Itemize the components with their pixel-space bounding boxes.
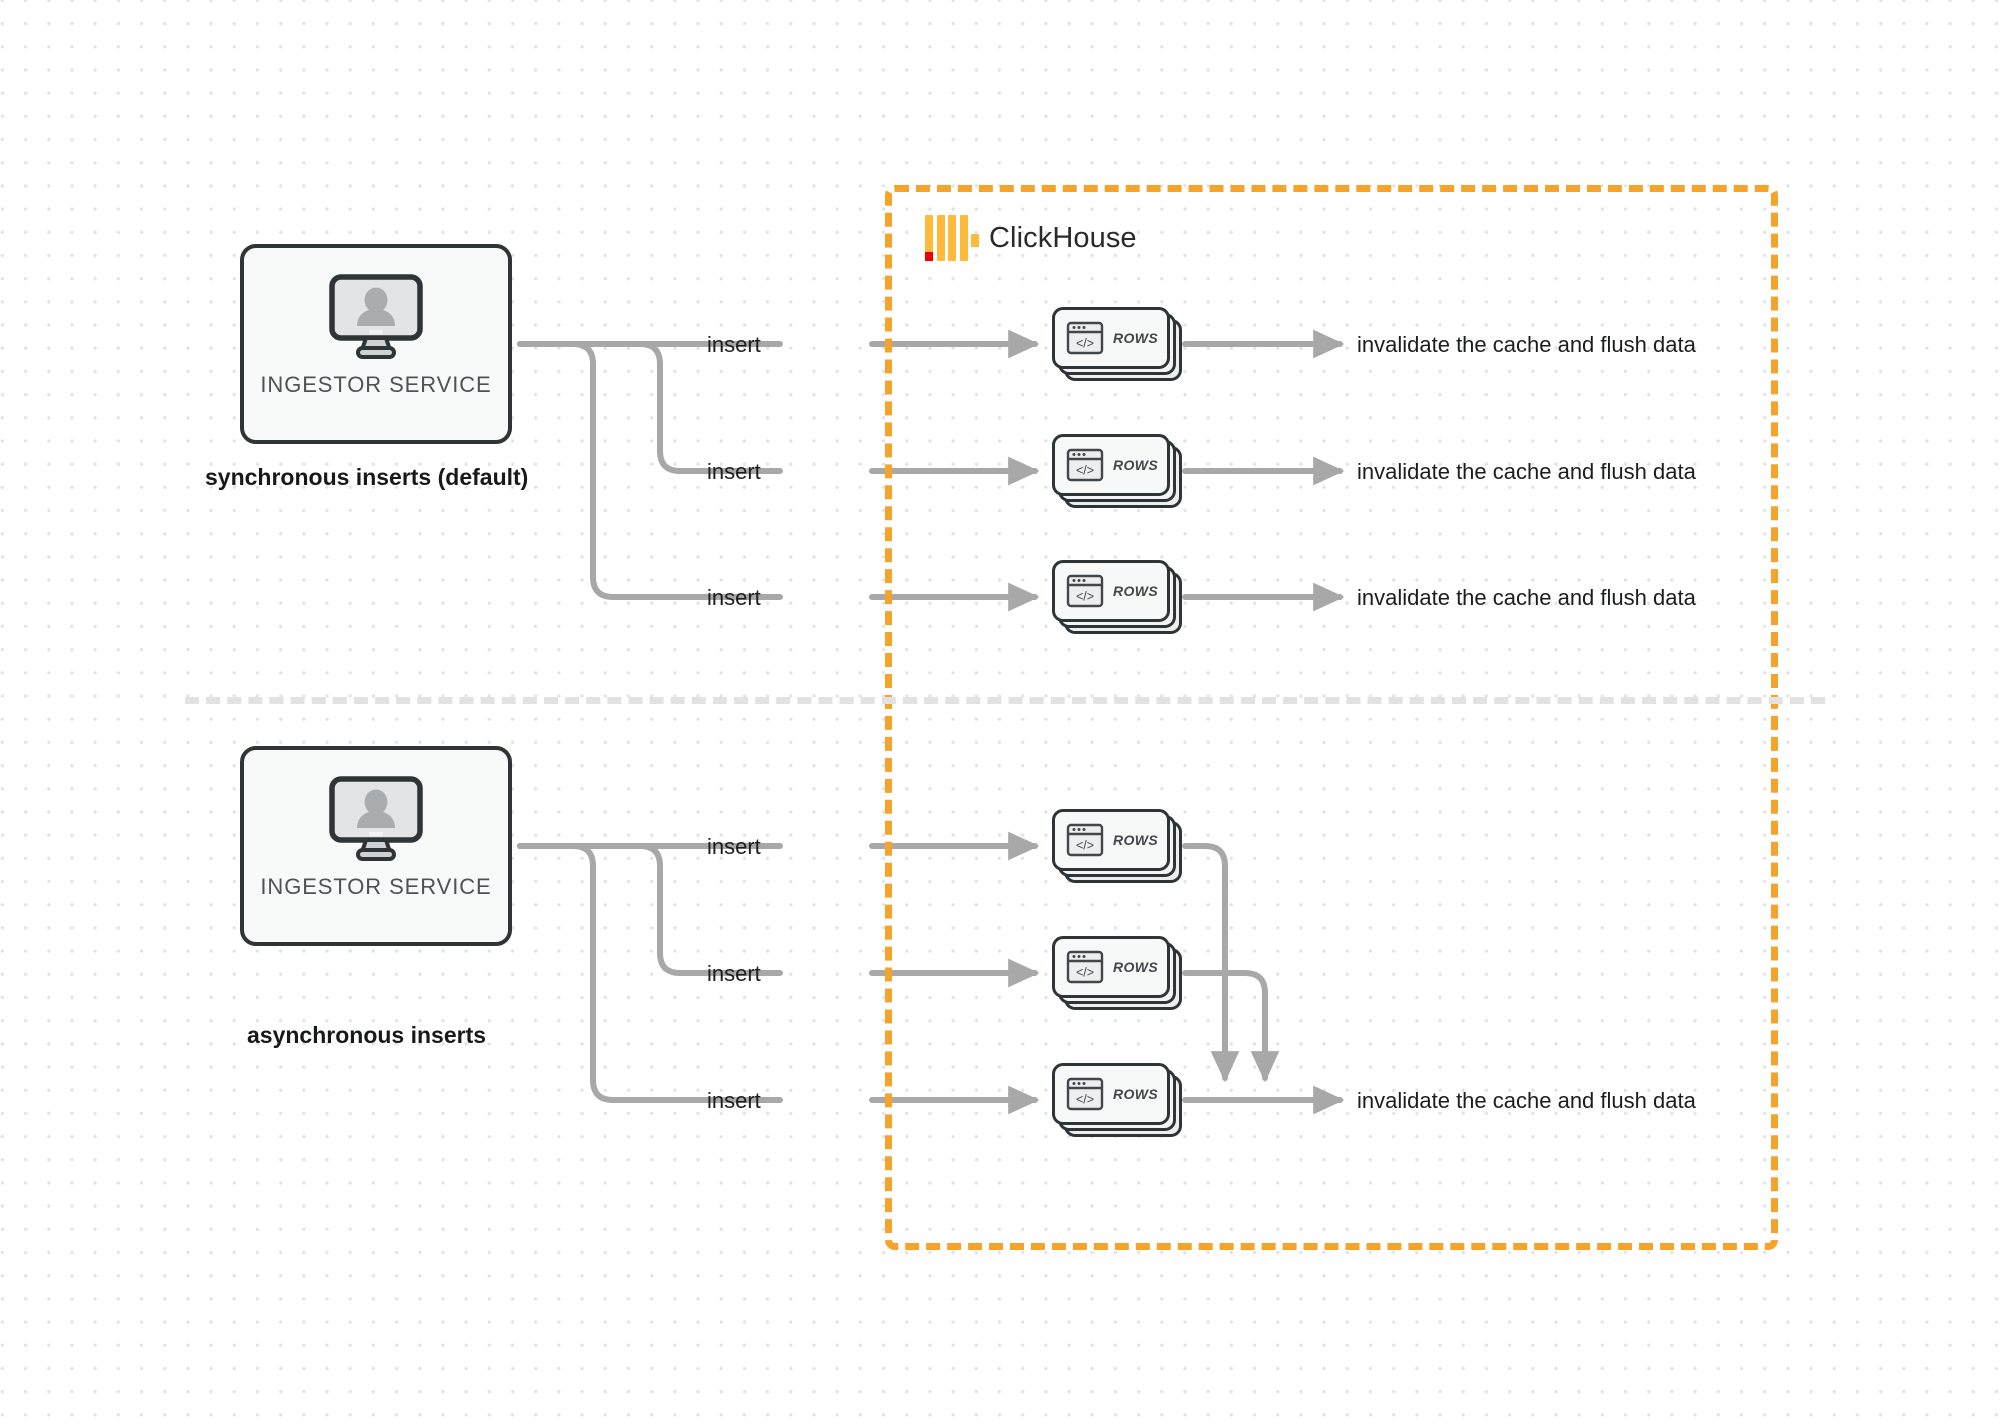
node-ingestor-service-async[interactable]: INGESTOR SERVICE <box>240 746 512 946</box>
card-front: </> ROWS <box>1052 1063 1170 1125</box>
node-label-ingestor-sync: INGESTOR SERVICE <box>260 372 492 397</box>
card-rows-async-2[interactable]: </> ROWS <box>1052 936 1182 1010</box>
card-rows-async-1[interactable]: </> ROWS <box>1052 809 1182 883</box>
caption-synchronous: synchronous inserts (default) <box>205 464 529 490</box>
card-front: </> ROWS <box>1052 434 1170 496</box>
svg-text:</>: </> <box>1076 1093 1094 1107</box>
card-label: ROWS <box>1113 583 1159 599</box>
card-rows-sync-1[interactable]: </> ROWS <box>1052 307 1182 381</box>
label-insert-sync-2: insert <box>707 459 761 484</box>
monitor-user-icon <box>329 776 423 861</box>
logo-bar-1 <box>925 215 933 261</box>
logo-bar-4 <box>959 215 968 261</box>
node-ingestor-service-sync[interactable]: INGESTOR SERVICE <box>240 244 512 444</box>
svg-text:</>: </> <box>1076 590 1094 604</box>
svg-text:</>: </> <box>1076 337 1094 351</box>
clickhouse-logo <box>925 215 979 261</box>
card-label: ROWS <box>1113 959 1159 975</box>
label-flush-sync-2: invalidate the cache and flush data <box>1357 459 1696 484</box>
clickhouse-boundary <box>885 185 1778 1250</box>
clickhouse-brand: ClickHouse <box>925 215 1137 261</box>
svg-text:</>: </> <box>1076 966 1094 980</box>
caption-asynchronous: asynchronous inserts <box>247 1022 487 1048</box>
code-window-icon: </> <box>1066 574 1104 608</box>
monitor-user-icon <box>329 274 423 359</box>
svg-text:</>: </> <box>1076 464 1094 478</box>
card-front: </> ROWS <box>1052 809 1170 871</box>
label-insert-async-3: insert <box>707 1088 761 1113</box>
card-label: ROWS <box>1113 1086 1159 1102</box>
wire-sync-fanout-2 <box>517 341 783 474</box>
card-rows-async-3[interactable]: </> ROWS <box>1052 1063 1182 1137</box>
card-front: </> ROWS <box>1052 560 1170 622</box>
label-insert-async-1: insert <box>707 834 761 859</box>
card-label: ROWS <box>1113 457 1159 473</box>
wire-async-fanout-2 <box>517 843 783 976</box>
logo-bar-2 <box>936 215 945 261</box>
logo-nub <box>971 234 979 247</box>
label-insert-async-2: insert <box>707 961 761 986</box>
code-window-icon: </> <box>1066 448 1104 482</box>
label-flush-sync-3: invalidate the cache and flush data <box>1357 585 1696 610</box>
label-flush-sync-1: invalidate the cache and flush data <box>1357 332 1696 357</box>
svg-text:</>: </> <box>1076 839 1094 853</box>
card-rows-sync-3[interactable]: </> ROWS <box>1052 560 1182 634</box>
card-front: </> ROWS <box>1052 307 1170 369</box>
card-label: ROWS <box>1113 832 1159 848</box>
card-label: ROWS <box>1113 330 1159 346</box>
card-rows-sync-2[interactable]: </> ROWS <box>1052 434 1182 508</box>
code-window-icon: </> <box>1066 1077 1104 1111</box>
logo-bar-3 <box>948 215 956 261</box>
logo-red-accent <box>925 252 933 261</box>
card-front: </> ROWS <box>1052 936 1170 998</box>
code-window-icon: </> <box>1066 950 1104 984</box>
section-divider <box>185 697 1825 704</box>
clickhouse-wordmark: ClickHouse <box>989 221 1137 254</box>
code-window-icon: </> <box>1066 321 1104 355</box>
label-insert-sync-3: insert <box>707 585 761 610</box>
code-window-icon: </> <box>1066 823 1104 857</box>
label-insert-sync-1: insert <box>707 332 761 357</box>
label-flush-async: invalidate the cache and flush data <box>1357 1088 1696 1113</box>
node-label-ingestor-async: INGESTOR SERVICE <box>260 874 492 899</box>
